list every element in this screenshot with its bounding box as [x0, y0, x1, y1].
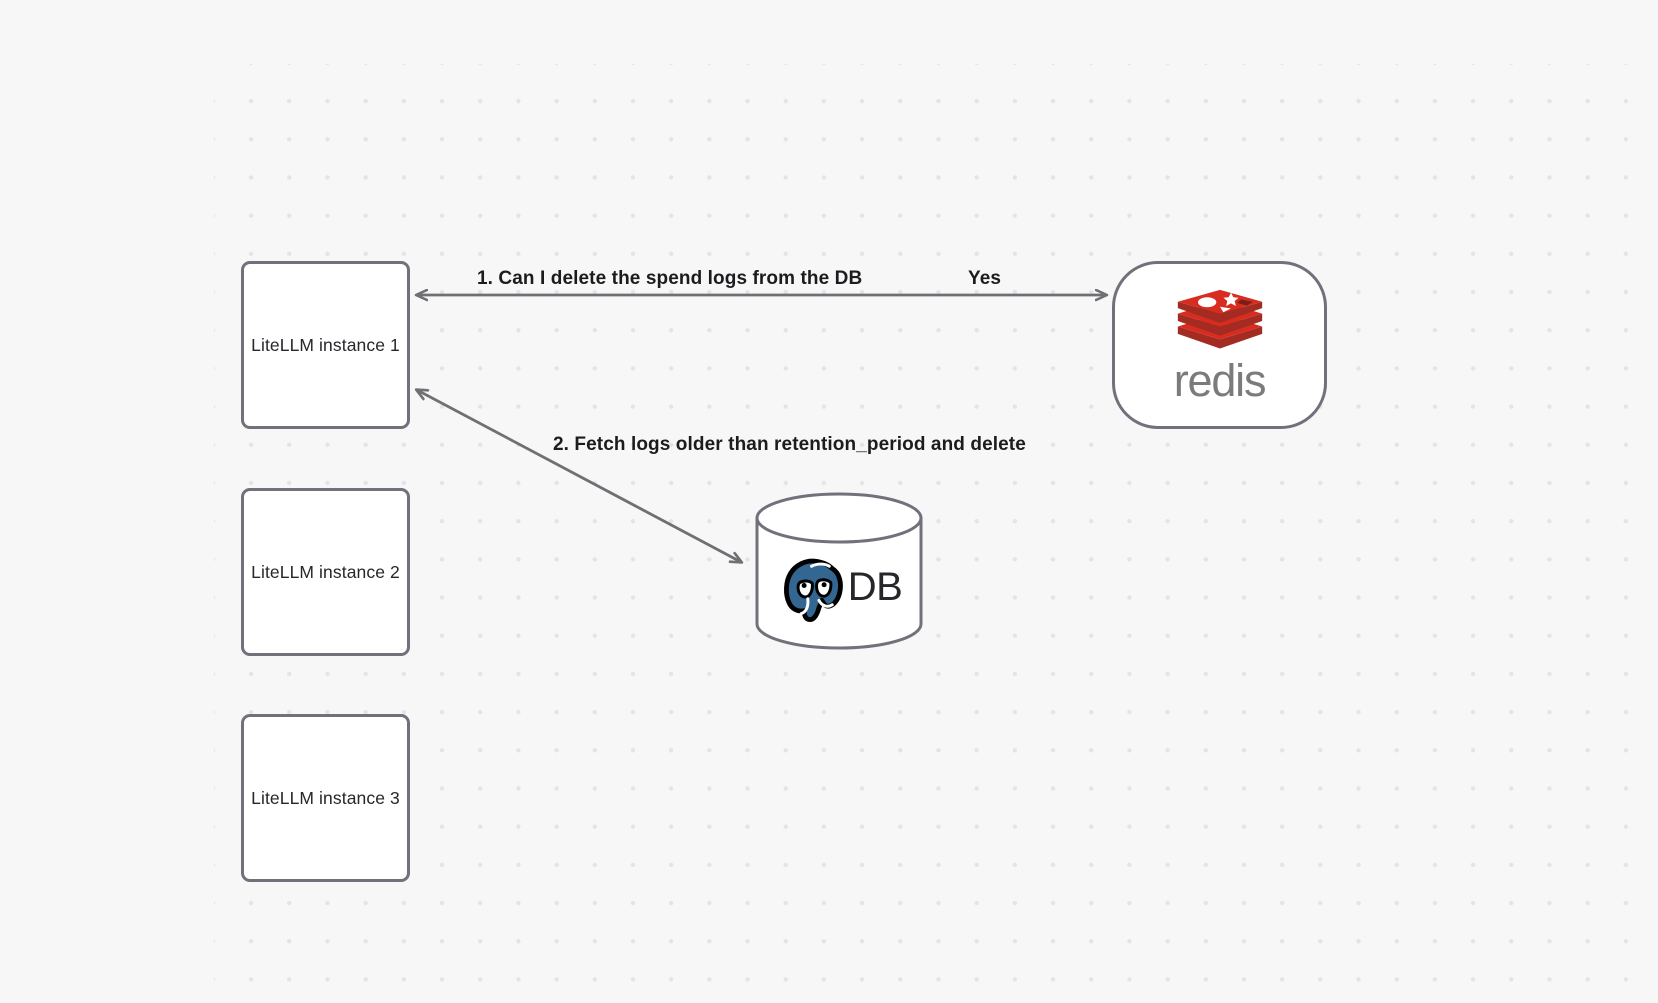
node-litellm-instance-3[interactable]: LiteLLM instance 3: [241, 714, 410, 882]
redis-logo-icon: [1177, 289, 1262, 348]
postgresql-elephant-icon: [783, 558, 843, 622]
node-redis[interactable]: redis: [1112, 261, 1327, 429]
node-label: LiteLLM instance 3: [251, 787, 400, 808]
edge-label-1: 1. Can I delete the spend logs from the …: [477, 268, 863, 289]
db-label: DB: [847, 565, 903, 609]
dot-grid-background: [214, 64, 1658, 1003]
redis-wordmark: redis: [1173, 354, 1267, 406]
node-litellm-instance-1[interactable]: LiteLLM instance 1: [241, 261, 410, 429]
node-label: LiteLLM instance 1: [251, 334, 400, 355]
node-database[interactable]: DB: [754, 492, 924, 650]
edge-label-2: 2. Fetch logs older than retention_perio…: [553, 434, 1026, 455]
node-litellm-instance-2[interactable]: LiteLLM instance 2: [241, 488, 410, 656]
edge-label-yes: Yes: [968, 268, 1002, 289]
node-label: LiteLLM instance 2: [251, 561, 400, 582]
db-logo-row: DB: [754, 544, 924, 630]
edge-instance1-db: [417, 390, 741, 562]
